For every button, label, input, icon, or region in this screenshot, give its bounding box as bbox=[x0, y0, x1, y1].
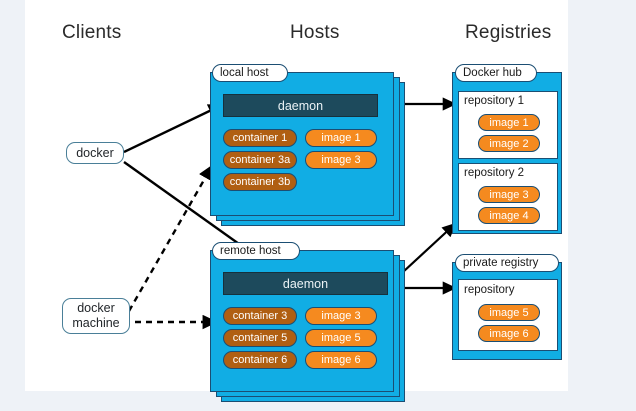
registry-private-registry[interactable]: private registry repository image 5 imag… bbox=[452, 254, 562, 360]
image-private-repo-image-6-label: image 6 bbox=[489, 327, 529, 340]
host-local-host-tag-label: local host bbox=[220, 67, 269, 79]
repository-1-label: repository 1 bbox=[464, 95, 525, 107]
column-heading-registries: Registries bbox=[465, 22, 552, 43]
daemon-local-host-label: daemon bbox=[277, 98, 324, 113]
container-local-3b[interactable]: container 3b bbox=[223, 173, 297, 191]
image-remote-6-label: image 6 bbox=[321, 354, 361, 366]
image-remote-3[interactable]: image 3 bbox=[305, 307, 377, 325]
daemon-local-host[interactable]: daemon bbox=[223, 94, 378, 117]
container-remote-6[interactable]: container 6 bbox=[223, 351, 297, 369]
image-hub-repo2-image-4-label: image 4 bbox=[489, 209, 529, 222]
container-remote-6-label: container 6 bbox=[232, 354, 288, 366]
client-docker-machine-label-line1: docker bbox=[77, 301, 115, 316]
image-local-1[interactable]: image 1 bbox=[305, 129, 377, 147]
image-remote-5-label: image 5 bbox=[321, 332, 361, 344]
container-local-3b-label: container 3b bbox=[229, 176, 291, 188]
daemon-remote-host-label: daemon bbox=[282, 276, 329, 291]
container-remote-3[interactable]: container 3 bbox=[223, 307, 297, 325]
image-hub-repo1-image-1-label: image 1 bbox=[489, 116, 529, 129]
column-heading-clients: Clients bbox=[62, 22, 122, 43]
client-docker-machine[interactable]: docker machine bbox=[62, 298, 130, 334]
image-remote-3-label: image 3 bbox=[321, 310, 361, 322]
container-local-3a[interactable]: container 3a bbox=[223, 151, 297, 169]
repository-2-label: repository 2 bbox=[464, 167, 525, 179]
column-heading-hosts: Hosts bbox=[290, 22, 340, 43]
image-private-repo-image-5[interactable]: image 5 bbox=[478, 304, 540, 321]
container-local-1[interactable]: container 1 bbox=[223, 129, 297, 147]
image-hub-repo2-image-4[interactable]: image 4 bbox=[478, 207, 540, 224]
repository-private-label: repository bbox=[464, 284, 515, 296]
registry-private-registry-tag: private registry bbox=[455, 254, 559, 272]
image-hub-repo1-image-2[interactable]: image 2 bbox=[478, 135, 540, 152]
container-local-1-label: container 1 bbox=[232, 132, 288, 144]
client-docker[interactable]: docker bbox=[66, 142, 124, 164]
registry-docker-hub[interactable]: Docker hub repository 1 image 1 image 2 … bbox=[452, 64, 562, 234]
image-remote-6[interactable]: image 6 bbox=[305, 351, 377, 369]
container-remote-5[interactable]: container 5 bbox=[223, 329, 297, 347]
image-private-repo-image-6[interactable]: image 6 bbox=[478, 325, 540, 342]
image-remote-5[interactable]: image 5 bbox=[305, 329, 377, 347]
image-local-3[interactable]: image 3 bbox=[305, 151, 377, 169]
client-docker-label: docker bbox=[76, 145, 114, 160]
host-remote-host-tag-label: remote host bbox=[220, 245, 281, 257]
registry-docker-hub-tag-label: Docker hub bbox=[463, 67, 522, 79]
host-remote-host-tag: remote host bbox=[212, 242, 300, 260]
image-private-repo-image-5-label: image 5 bbox=[489, 306, 529, 319]
registry-docker-hub-tag: Docker hub bbox=[455, 64, 537, 82]
daemon-remote-host[interactable]: daemon bbox=[223, 272, 388, 295]
image-local-3-label: image 3 bbox=[321, 154, 361, 166]
image-local-1-label: image 1 bbox=[321, 132, 361, 144]
client-docker-machine-label-line2: machine bbox=[72, 316, 120, 330]
image-hub-repo1-image-2-label: image 2 bbox=[489, 137, 529, 150]
container-remote-5-label: container 5 bbox=[232, 332, 288, 344]
registry-private-registry-tag-label: private registry bbox=[463, 257, 539, 269]
host-local-host-tag: local host bbox=[212, 64, 288, 82]
image-hub-repo1-image-1[interactable]: image 1 bbox=[478, 114, 540, 131]
image-hub-repo2-image-3[interactable]: image 3 bbox=[478, 186, 540, 203]
host-local-host[interactable]: local host daemon container 1 container … bbox=[210, 64, 410, 232]
container-remote-3-label: container 3 bbox=[232, 310, 288, 322]
image-hub-repo2-image-3-label: image 3 bbox=[489, 188, 529, 201]
container-local-3a-label: container 3a bbox=[229, 154, 291, 166]
host-remote-host[interactable]: remote host daemon container 3 container… bbox=[210, 242, 410, 410]
